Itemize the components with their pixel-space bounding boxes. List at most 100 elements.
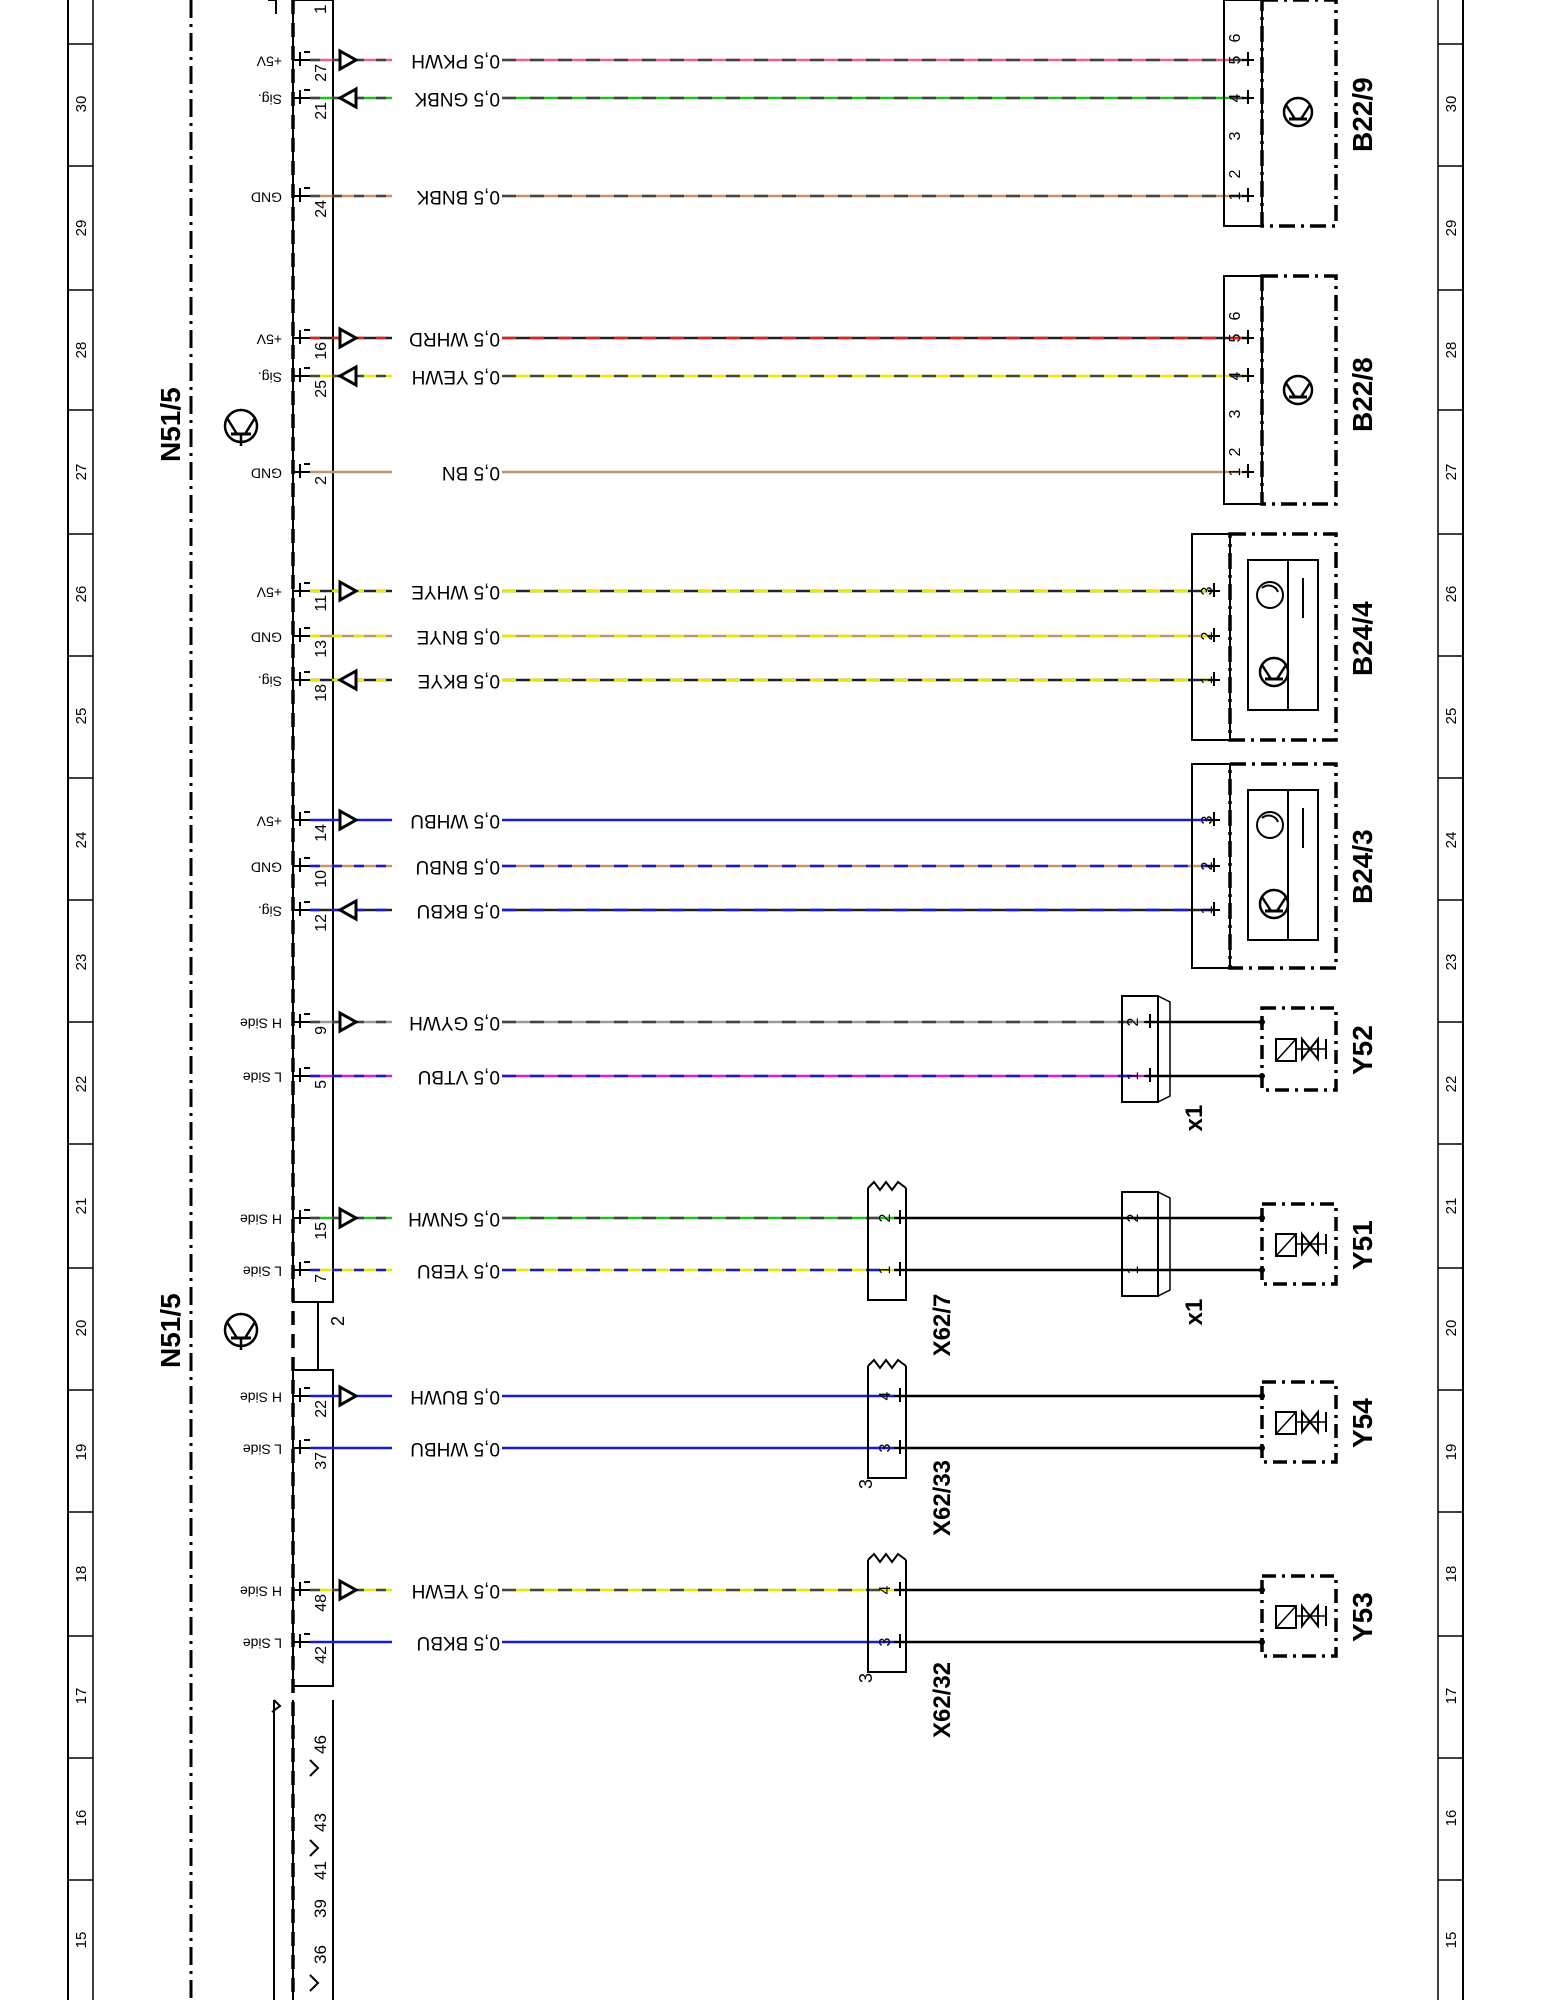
- pin-stub: [1242, 90, 1254, 104]
- wire: Sig.210,5 GNBK: [258, 86, 1254, 120]
- ruler-number: 28: [1443, 342, 1460, 359]
- ruler-number: 25: [73, 708, 90, 725]
- component-pin-number: 6: [1227, 33, 1244, 42]
- pin-stub: [293, 1067, 310, 1082]
- signal-label: Sig.: [258, 903, 282, 919]
- ruler-number: 20: [1443, 1320, 1460, 1337]
- yaw-rate-icon: [1256, 578, 1304, 618]
- module-top-pin: 1: [311, 5, 330, 14]
- signal-arrow-icon: [336, 668, 358, 692]
- component-pin-number: 1: [1227, 467, 1244, 476]
- pin-stub: [293, 901, 310, 916]
- valve-icon: [1301, 1036, 1319, 1062]
- wire-label: 0,5 WHBU: [410, 1438, 500, 1459]
- ruler-number: 27: [73, 464, 90, 481]
- wire-label: 0,5 GNWH: [408, 1208, 500, 1229]
- transistor-icon: [223, 408, 259, 446]
- component-pin-number: 4: [1227, 93, 1244, 102]
- connector-label: x1: [1181, 1299, 1208, 1326]
- ruler-number: 30: [1443, 96, 1460, 113]
- pin-number: 22: [313, 1400, 330, 1418]
- coil-icon: [1275, 1233, 1297, 1257]
- module-name-upper: N51/5: [155, 387, 186, 462]
- wire: Sig.250,5 YEWH: [258, 364, 1254, 398]
- pin-number: 10: [313, 870, 330, 888]
- pin-stub: [1208, 628, 1220, 642]
- pin-stub: [293, 1013, 310, 1028]
- pin-stub: [1208, 672, 1220, 686]
- module-bottom-pin: 39: [311, 1899, 330, 1918]
- pin-stub: [293, 89, 310, 104]
- signal-arrow-icon: [336, 364, 358, 388]
- component-pin-number: 3: [1199, 815, 1216, 824]
- signal-label: L Side: [243, 1263, 282, 1279]
- component-label: Y54: [1347, 1398, 1378, 1448]
- component-pin-number: 4: [1227, 371, 1244, 380]
- solenoid-valve: Y51: [1259, 1202, 1378, 1286]
- module-bottom-pin: 43: [311, 1813, 330, 1832]
- pin-stub: [293, 627, 310, 642]
- signal-arrow-icon: [338, 1578, 360, 1602]
- wire-label: 0,5 YEWH: [412, 366, 500, 387]
- connector-pin-number: 1: [1125, 1071, 1142, 1080]
- coil-icon: [1275, 1038, 1297, 1062]
- signal-label: +5V: [256, 584, 282, 600]
- wire-label: 0,5 YEBU: [417, 1260, 500, 1281]
- pin-stub: [1242, 464, 1254, 478]
- connector-label: X62/32: [929, 1662, 956, 1738]
- module-bottom-pin: 46: [311, 1735, 330, 1754]
- connector-pin-number: 1: [877, 1265, 894, 1274]
- ruler-number: 21: [1443, 1198, 1460, 1215]
- component-b22-8: B22/8: [1223, 274, 1378, 506]
- connector-label: x1: [1181, 1105, 1208, 1132]
- pin-number: 48: [313, 1594, 330, 1612]
- transistor-icon: [1258, 888, 1290, 920]
- pin-stub: [293, 671, 310, 686]
- component-label: B22/9: [1347, 77, 1378, 152]
- component-pin-number: 3: [1199, 586, 1216, 595]
- pin-number: 5: [313, 1080, 330, 1089]
- ruler-number: 19: [1443, 1444, 1460, 1461]
- ruler-number: 24: [1443, 832, 1460, 849]
- valve-icon: [1301, 1603, 1319, 1629]
- component-pin-number: 2: [1199, 861, 1216, 870]
- ruler-number: 26: [1443, 586, 1460, 603]
- module-name-lower: N51/5: [155, 1293, 186, 1368]
- pin-stub: [293, 1387, 310, 1402]
- pin-number: 24: [313, 200, 330, 218]
- pin-stub: [1208, 583, 1220, 597]
- signal-label: Sig.: [258, 673, 282, 689]
- signal-arrow-icon: [338, 1206, 360, 1230]
- solenoid-valve: Y53: [1259, 1574, 1378, 1658]
- ruler-number: 21: [73, 1198, 90, 1215]
- component-pin-number: 6: [1227, 311, 1244, 320]
- signal-label: H Side: [240, 1389, 282, 1405]
- component-pin-number: 3: [1227, 409, 1244, 418]
- signal-label: +5V: [256, 813, 282, 829]
- connector-label: X62/33: [929, 1460, 956, 1536]
- component-pin-number: 5: [1227, 333, 1244, 342]
- component-b22-9: B22/9: [1223, 0, 1378, 228]
- component-b24-4: B24/4: [1191, 532, 1378, 742]
- pin-stub: [293, 1439, 310, 1454]
- signal-label: GND: [251, 859, 282, 875]
- component-pin-number: 2: [1227, 447, 1244, 456]
- ruler-number: 22: [73, 1076, 90, 1093]
- pin-stub: [293, 463, 310, 478]
- signal-label: Sig.: [258, 91, 282, 107]
- connector-pin-number: 2: [1125, 1213, 1142, 1222]
- pin-stub: [293, 1581, 310, 1596]
- right-ruler: [1437, 0, 1464, 2000]
- wire-label: 0,5 YEWH: [412, 1580, 500, 1601]
- wire: Sig.180,5 BKYE: [258, 668, 1220, 702]
- signal-label: L Side: [243, 1635, 282, 1651]
- pin-number: 18: [313, 684, 330, 702]
